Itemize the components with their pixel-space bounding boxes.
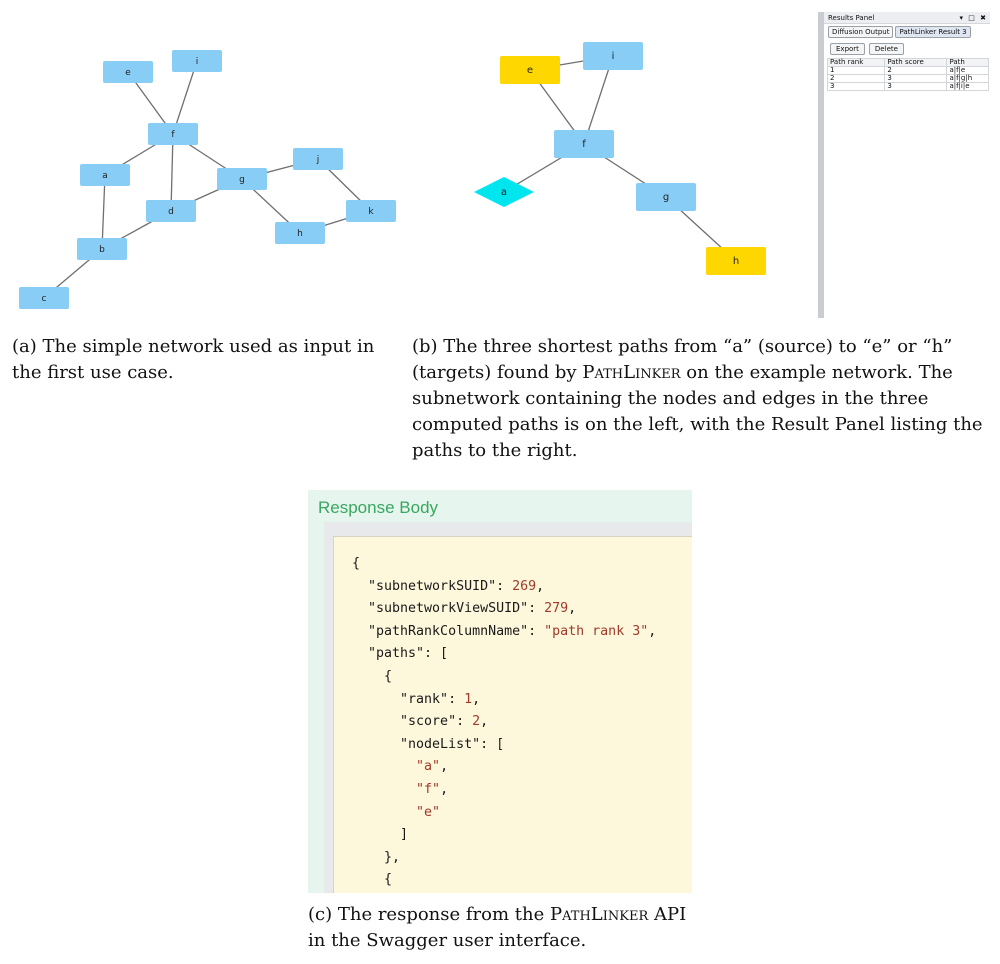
a-node-k[interactable]: k: [346, 200, 396, 222]
b-node-i[interactable]: i: [583, 42, 643, 70]
column-path-score[interactable]: Path score: [884, 58, 948, 67]
window-controls: ▾ □ ✖: [957, 14, 986, 22]
caption-c: (c) The response from the PathLinker API…: [308, 904, 687, 951]
b-node-h[interactable]: h: [706, 247, 766, 275]
a-node-i[interactable]: i: [172, 50, 222, 72]
cell-score: 3: [884, 74, 948, 83]
results-panel-titlebar: Results Panel ▾ □ ✖: [824, 12, 990, 24]
a-node-label-c: c: [42, 294, 47, 304]
a-edge-f-d[interactable]: [170, 133, 174, 212]
input-network-graph: e i f a g j d k b h c: [19, 50, 396, 309]
a-node-label-h: h: [297, 229, 303, 239]
cell-score: 3: [884, 82, 948, 91]
a-node-c[interactable]: c: [19, 287, 69, 309]
b-node-label-g: g: [663, 192, 669, 203]
cell-rank: 3: [826, 82, 886, 91]
response-code-block[interactable]: { "subnetworkSUID": 269, "subnetworkView…: [333, 536, 692, 893]
a-node-label-k: k: [368, 207, 374, 217]
a-node-label-a: a: [102, 171, 108, 181]
response-body-panel: Response Body { "subnetworkSUID": 269, "…: [308, 490, 692, 893]
b-node-a[interactable]: a: [474, 177, 534, 207]
dropdown-icon[interactable]: ▾: [959, 13, 964, 22]
results-tabs: Diffusion Output PathLinker Result 3: [824, 24, 990, 38]
b-node-label-f: f: [582, 139, 586, 150]
delete-button[interactable]: Delete: [868, 43, 904, 55]
a-node-label-d: d: [168, 207, 174, 217]
a-node-e[interactable]: e: [103, 61, 153, 83]
a-edge-i-f[interactable]: [172, 60, 198, 135]
a-node-label-i: i: [196, 57, 199, 67]
a-node-label-g: g: [239, 175, 245, 185]
a-node-g[interactable]: g: [217, 168, 267, 190]
a-node-j[interactable]: j: [293, 148, 343, 170]
a-node-label-j: j: [316, 155, 320, 165]
float-window-icon[interactable]: □: [968, 13, 975, 22]
a-node-b[interactable]: b: [77, 238, 127, 260]
response-json: { "subnetworkSUID": 269, "subnetworkView…: [352, 556, 657, 888]
a-node-label-f: f: [171, 130, 175, 140]
a-node-f[interactable]: f: [148, 123, 198, 145]
a-node-d[interactable]: d: [146, 200, 196, 222]
a-node-label-b: b: [99, 245, 105, 255]
cell-rank: 2: [826, 74, 886, 83]
table-row[interactable]: 3 3 a|f|i|e: [826, 82, 989, 91]
tab-pathlinker-result[interactable]: PathLinker Result 3: [895, 26, 971, 38]
results-panel-title: Results Panel: [828, 13, 875, 22]
graph-b-edges: [503, 55, 737, 262]
b-node-e[interactable]: e: [500, 56, 560, 84]
path-subnetwork-graph: e i f a g h: [474, 42, 766, 275]
graph-b-nodes: e i f a g h: [474, 42, 766, 275]
b-node-label-a: a: [501, 187, 507, 198]
caption-b: (b) The three shortest paths from “a” (s…: [412, 336, 983, 461]
cell-rank: 1: [826, 66, 886, 75]
results-toolbar: Export Delete: [824, 38, 990, 58]
b-node-g[interactable]: g: [636, 183, 696, 211]
column-path-rank[interactable]: Path rank: [826, 58, 886, 67]
b-edge-i-f[interactable]: [583, 55, 614, 145]
a-node-label-e: e: [125, 68, 131, 78]
export-button[interactable]: Export: [830, 43, 865, 55]
response-code-frame: { "subnetworkSUID": 269, "subnetworkView…: [324, 522, 692, 893]
paths-table: Path rank Path score Path 1 2 a|f|e 2 3 …: [826, 58, 989, 91]
graph-a-nodes: e i f a g j d k b h c: [19, 50, 396, 309]
close-icon[interactable]: ✖: [980, 13, 986, 22]
response-body-header: Response Body: [318, 498, 439, 517]
b-node-label-i: i: [612, 51, 615, 62]
a-node-a[interactable]: a: [80, 164, 130, 186]
a-node-h[interactable]: h: [275, 222, 325, 244]
b-node-f[interactable]: f: [554, 130, 614, 158]
a-edge-a-b[interactable]: [101, 174, 106, 250]
b-node-label-e: e: [527, 65, 533, 76]
b-node-label-h: h: [733, 256, 739, 267]
results-panel: Results Panel ▾ □ ✖ Diffusion Output Pat…: [818, 12, 990, 318]
cell-score: 2: [884, 66, 948, 75]
tab-diffusion-output[interactable]: Diffusion Output: [828, 26, 894, 38]
caption-a: (a) The simple network used as input in …: [12, 336, 375, 383]
cell-path: a|f|i|e: [946, 82, 989, 91]
